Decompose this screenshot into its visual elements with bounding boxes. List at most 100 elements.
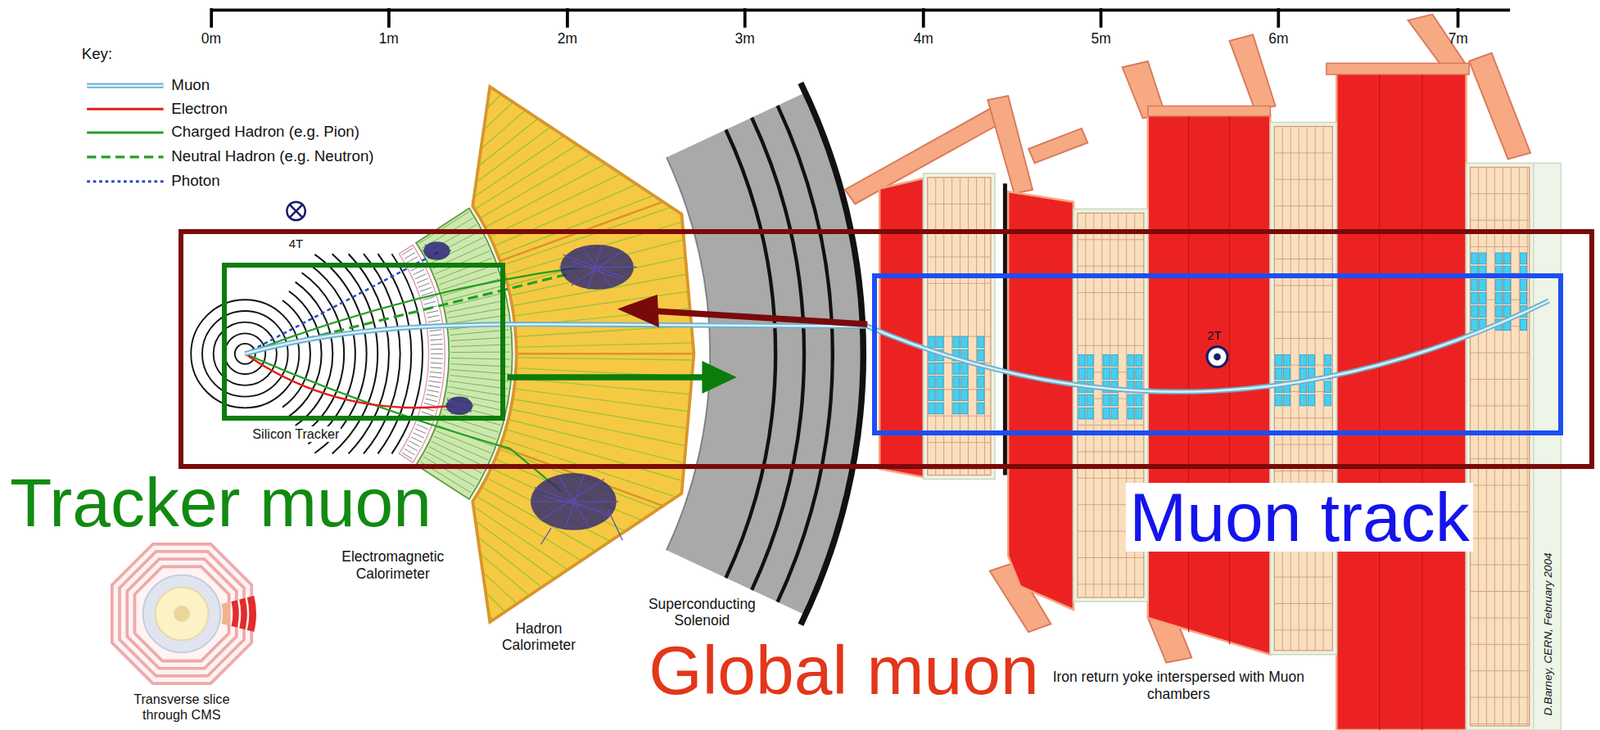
scale-label: 0m	[201, 30, 222, 47]
node-heading: Muon track	[1125, 483, 1474, 552]
chamber-frame	[1533, 162, 1562, 730]
chamber-hit	[1111, 355, 1118, 367]
hcal-strip	[504, 418, 710, 471]
muon-chamber-body	[1469, 167, 1529, 727]
chamber-hit	[1496, 293, 1503, 305]
tracker-layer	[363, 253, 401, 454]
chamber-hit	[953, 376, 960, 389]
chamber-hit	[1479, 306, 1487, 318]
node-heading: Global muon	[648, 636, 1039, 706]
legend-title: Key:	[81, 45, 113, 63]
legend-sample	[86, 131, 163, 134]
arrow-head	[617, 294, 660, 328]
extrapolation-arrow	[506, 374, 704, 380]
hcal-strip	[432, 12, 582, 164]
hcal-strip	[476, 114, 660, 222]
arrow-head	[701, 361, 737, 394]
legend-sample	[86, 83, 163, 89]
solenoid-coil	[777, 105, 833, 602]
chamber-hit	[928, 402, 936, 415]
chamber-hit	[1504, 279, 1511, 291]
chamber-hit	[1086, 368, 1094, 380]
chamber-hit	[1102, 355, 1110, 367]
chamber-hit	[953, 363, 960, 376]
field-symbols	[286, 202, 1228, 368]
chamber-hit	[961, 376, 968, 389]
chamber-hit	[928, 336, 936, 349]
muon-chamber	[1270, 122, 1337, 655]
yoke-bar	[1326, 63, 1469, 75]
field-label: 2T	[1206, 328, 1221, 343]
solenoid-coil	[800, 82, 864, 625]
chamber-hit	[936, 389, 944, 402]
yoke-ring	[119, 551, 245, 677]
chamber-hit	[1520, 319, 1528, 331]
scale-label: 2m	[557, 30, 578, 47]
chamber-hit	[1078, 355, 1085, 367]
beam-core	[173, 605, 190, 623]
chamber-hit	[1135, 368, 1143, 380]
chamber-hit	[1299, 394, 1307, 407]
hcal-strip	[461, 510, 633, 636]
chamber-hit	[1127, 355, 1135, 367]
chamber-hit	[1471, 319, 1478, 331]
chamber-cells	[1274, 126, 1333, 651]
chamber-hit	[1078, 368, 1085, 380]
part-label: Electromagnetic Calorimeter	[326, 548, 460, 582]
chamber-hit	[961, 363, 968, 376]
chamber-hit	[1111, 368, 1118, 380]
chamber-hit	[1307, 355, 1315, 367]
chamber-hit	[936, 402, 944, 415]
chamber-hit	[1520, 293, 1528, 305]
chamber-hit	[1102, 368, 1110, 380]
cluster-shower	[422, 243, 452, 259]
hcal-strip	[439, 25, 595, 171]
scale-label: 7m	[1448, 30, 1469, 47]
chamber-hit	[1496, 306, 1503, 318]
yoke-ring	[134, 566, 229, 661]
chamber-hit	[1299, 368, 1307, 380]
legend-text: Photon	[171, 171, 220, 190]
global-muon-box: Global muonTracker muonMuon track	[178, 229, 1594, 470]
chamber-hit	[928, 389, 936, 402]
hcal-strip	[424, 0, 569, 157]
tracker-layer	[289, 291, 322, 417]
cluster-shower	[559, 244, 638, 290]
chamber-hit	[977, 389, 985, 402]
chamber-hit	[1086, 355, 1094, 367]
yoke-bar	[1148, 106, 1271, 117]
chamber-hit	[977, 336, 985, 349]
chamber-hit	[1504, 253, 1511, 265]
tracker-layer	[377, 253, 412, 454]
inner-detector	[190, 0, 865, 729]
chamber-hit	[1471, 279, 1478, 291]
field-into-page	[289, 204, 303, 217]
solenoid-coil	[751, 117, 805, 591]
chamber-hit	[961, 389, 968, 402]
chamber-hit	[1135, 394, 1143, 407]
chamber-hit	[1111, 394, 1118, 407]
chamber-hit	[936, 376, 944, 389]
chamber-cells	[1469, 167, 1529, 727]
chamber-hit	[1135, 407, 1143, 420]
yoke-block	[1336, 73, 1466, 730]
part-label: Iron return yoke interspersed with Muon …	[1051, 668, 1307, 702]
credit-note: D.Barney, CERN, February 2004	[1541, 553, 1555, 717]
tracker-muon-box: Tracker muon	[221, 262, 505, 421]
field-into-page	[286, 202, 305, 221]
yoke-block	[1007, 191, 1074, 611]
hcal-strip	[470, 98, 651, 212]
yoke-ring	[112, 544, 252, 684]
yoke-stub	[1229, 34, 1275, 110]
particle-tracks	[244, 252, 1549, 493]
field-out-of-page	[1206, 347, 1228, 368]
legend-sample	[86, 180, 163, 183]
scale-line	[211, 9, 1510, 13]
transverse-slice-inset	[112, 544, 257, 684]
muon-chamber-body	[1274, 126, 1333, 651]
extrapolation-arrow	[653, 311, 868, 325]
chamber-hit	[1324, 355, 1331, 367]
part-label: Superconducting Solenoid	[635, 596, 769, 629]
